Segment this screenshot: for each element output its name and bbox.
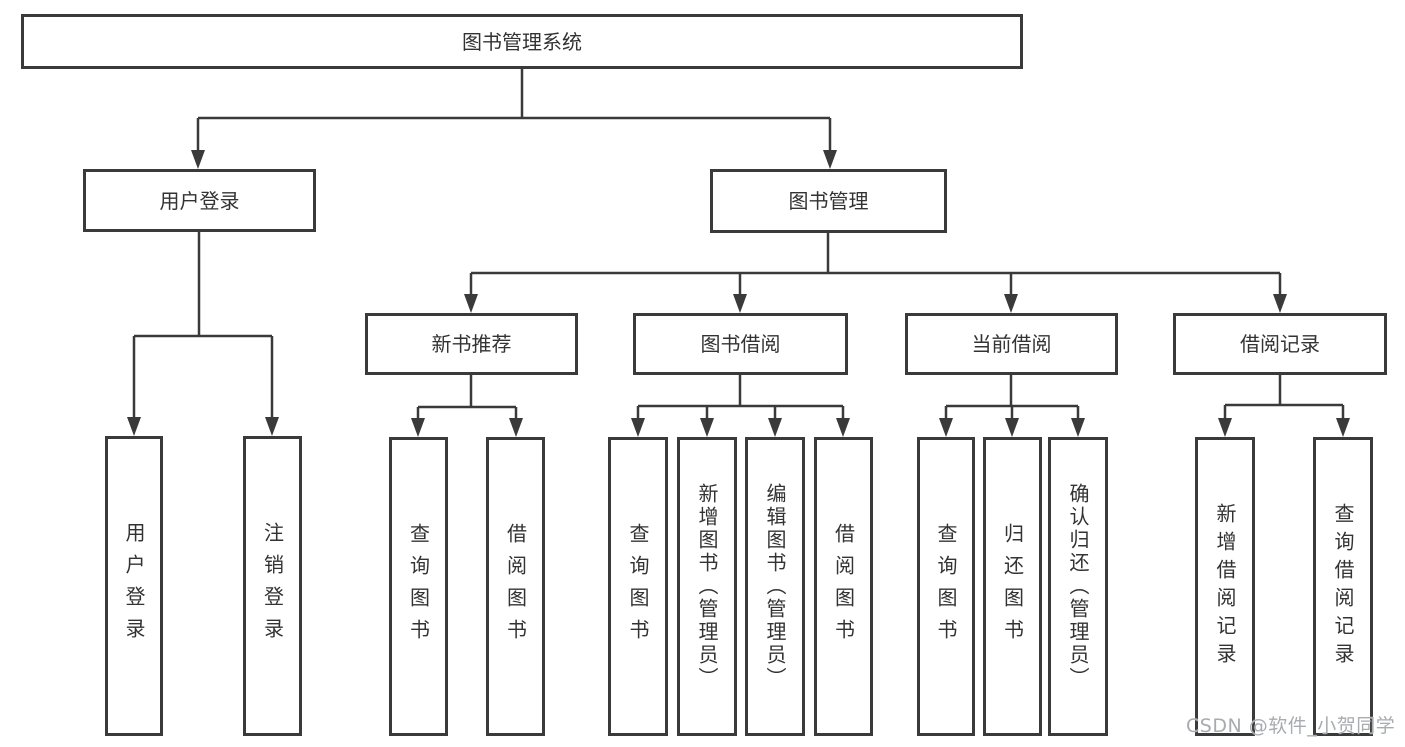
leaf-label: 注销登录 bbox=[260, 522, 285, 650]
leaf-label: 查询图书 bbox=[626, 522, 650, 651]
node-borrowing-records: 借阅记录 bbox=[1173, 313, 1387, 375]
arrowhead bbox=[509, 418, 523, 437]
arrowhead bbox=[836, 418, 850, 437]
arrowhead bbox=[768, 418, 782, 437]
connector-userlogin-to-leaves bbox=[132, 232, 274, 419]
connector-records-to-leaves bbox=[1223, 375, 1345, 420]
leaf-borrow-edit-books-admin: 编辑图书（管理员） bbox=[745, 437, 805, 736]
arrowhead bbox=[733, 294, 747, 313]
leaf-current-confirm-return-admin: 确认归还（管理员） bbox=[1048, 437, 1108, 736]
arrowhead bbox=[1005, 418, 1019, 437]
connector-bookborrow-to-leaves bbox=[636, 375, 845, 420]
connector-currentborrow-to-leaves bbox=[944, 375, 1080, 420]
leaf-records-query-record: 查询借阅记录 bbox=[1313, 437, 1373, 736]
arrowhead bbox=[191, 150, 205, 169]
leaf-label: 查询图书 bbox=[934, 522, 958, 651]
arrowhead bbox=[1004, 294, 1018, 313]
leaf-label: 确认归还（管理员） bbox=[1066, 483, 1090, 690]
arrowhead bbox=[823, 150, 837, 169]
arrowhead bbox=[1336, 418, 1350, 437]
leaf-current-return-books: 归还图书 bbox=[983, 437, 1042, 736]
leaf-label: 查询借阅记录 bbox=[1331, 502, 1355, 671]
arrowhead bbox=[464, 294, 478, 313]
leaf-label: 归还图书 bbox=[1000, 522, 1025, 651]
leaf-logout: 注销登录 bbox=[243, 436, 302, 736]
arrowhead bbox=[411, 418, 425, 437]
leaf-user-login: 用户登录 bbox=[105, 436, 163, 736]
arrowhead bbox=[1218, 418, 1232, 437]
node-new-book-recommend: 新书推荐 bbox=[365, 313, 578, 375]
arrowhead bbox=[265, 417, 279, 436]
leaf-label: 借阅图书 bbox=[503, 522, 528, 651]
leaf-label: 新增图书（管理员） bbox=[695, 483, 719, 690]
leaf-label: 用户登录 bbox=[122, 522, 146, 650]
leaf-borrow-add-books-admin: 新增图书（管理员） bbox=[677, 437, 737, 736]
arrowhead bbox=[700, 418, 714, 437]
leaf-label: 查询图书 bbox=[406, 522, 431, 651]
node-user-login: 用户登录 bbox=[83, 169, 316, 232]
arrowhead bbox=[1273, 294, 1287, 313]
node-book-management: 图书管理 bbox=[710, 169, 947, 233]
watermark-text: CSDN @软件_小贺同学 bbox=[1186, 715, 1396, 737]
connector-newbook-to-leaves bbox=[416, 375, 518, 420]
leaf-borrow-query-books: 查询图书 bbox=[608, 437, 668, 736]
leaf-label: 借阅图书 bbox=[831, 522, 856, 651]
leaf-newbook-borrow-books: 借阅图书 bbox=[486, 437, 545, 736]
node-book-borrowing: 图书借阅 bbox=[633, 313, 848, 375]
arrowhead bbox=[1071, 418, 1085, 437]
leaf-label: 编辑图书（管理员） bbox=[763, 483, 787, 690]
arrowhead bbox=[127, 417, 141, 436]
leaf-newbook-query-books: 查询图书 bbox=[389, 437, 448, 736]
node-current-borrowing: 当前借阅 bbox=[905, 313, 1118, 375]
arrowhead bbox=[939, 418, 953, 437]
connector-root-to-level2 bbox=[196, 69, 832, 152]
connector-bookmgmt-to-level3 bbox=[469, 233, 1282, 296]
leaf-current-query-books: 查询图书 bbox=[917, 437, 975, 736]
arrowhead bbox=[631, 418, 645, 437]
node-root: 图书管理系统 bbox=[21, 14, 1023, 69]
leaf-records-add-record: 新增借阅记录 bbox=[1195, 437, 1255, 736]
leaf-borrow-borrow-books: 借阅图书 bbox=[814, 437, 873, 736]
leaf-label: 新增借阅记录 bbox=[1213, 502, 1237, 671]
